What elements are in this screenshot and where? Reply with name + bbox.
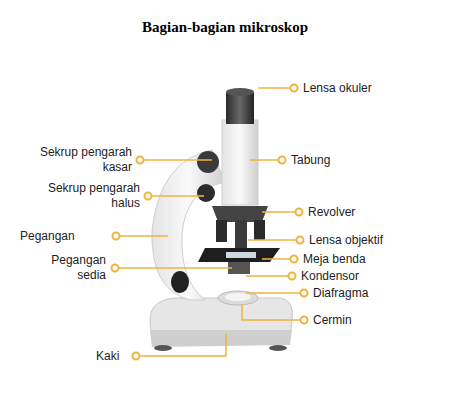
part-label: Pegangan <box>20 229 106 244</box>
part-label: Revolver <box>308 205 428 220</box>
part-label: Lensa okuler <box>303 81 433 96</box>
part-label: Sekrup pengarah kasar <box>22 145 132 175</box>
part-label: Diafragma <box>313 286 443 301</box>
part-label: Tabung <box>291 153 411 168</box>
part-label: Sekrup pengarah halus <box>22 181 140 211</box>
part-label: Pegangan sedia <box>36 253 106 283</box>
part-label: Kaki <box>96 349 126 364</box>
part-label: Cermin <box>313 313 433 328</box>
part-label: Meja benda <box>303 252 433 267</box>
diagram-title: Bagian-bagian mikroskop <box>0 20 450 35</box>
part-label: Kondensor <box>301 269 431 284</box>
part-label: Lensa objektif <box>309 233 439 248</box>
